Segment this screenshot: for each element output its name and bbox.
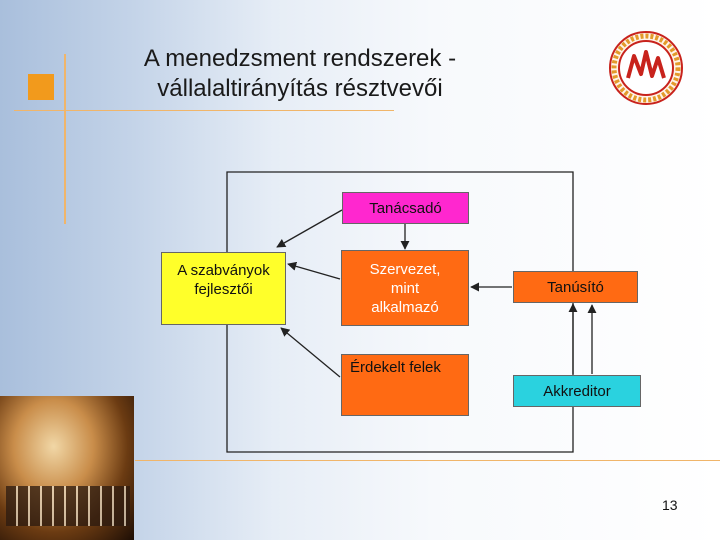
erdekelt-label: Érdekelt felek bbox=[350, 358, 441, 377]
box-akkreditor: Akkreditor bbox=[513, 375, 641, 407]
box-szervezet: Szervezet, mint alkalmazó bbox=[341, 250, 469, 326]
box-tanusito: Tanúsító bbox=[513, 271, 638, 303]
arrow-szervezet-szabvanyok bbox=[288, 264, 340, 279]
akkreditor-label: Akkreditor bbox=[543, 382, 611, 401]
szervezet-label-line-2: mint bbox=[370, 279, 441, 298]
tanacsado-label: Tanácsadó bbox=[369, 199, 442, 218]
box-szabvanyok-fejlesztoi: A szabványok fejlesztői bbox=[161, 252, 286, 325]
tanusito-label: Tanúsító bbox=[547, 278, 604, 297]
szabvanyok-label-line-2: fejlesztői bbox=[177, 280, 270, 299]
page-number: 13 bbox=[662, 497, 678, 513]
szervezet-label-line-1: Szervezet, bbox=[370, 260, 441, 279]
arrow-tanacsado-szabvanyok bbox=[277, 210, 342, 247]
szervezet-label-line-3: alkalmazó bbox=[370, 298, 441, 317]
arrow-erdekelt-szabvanyok bbox=[281, 328, 340, 377]
box-tanacsado: Tanácsadó bbox=[342, 192, 469, 224]
szabvanyok-label-line-1: A szabványok bbox=[177, 261, 270, 280]
box-erdekelt-felek: Érdekelt felek bbox=[341, 354, 469, 416]
